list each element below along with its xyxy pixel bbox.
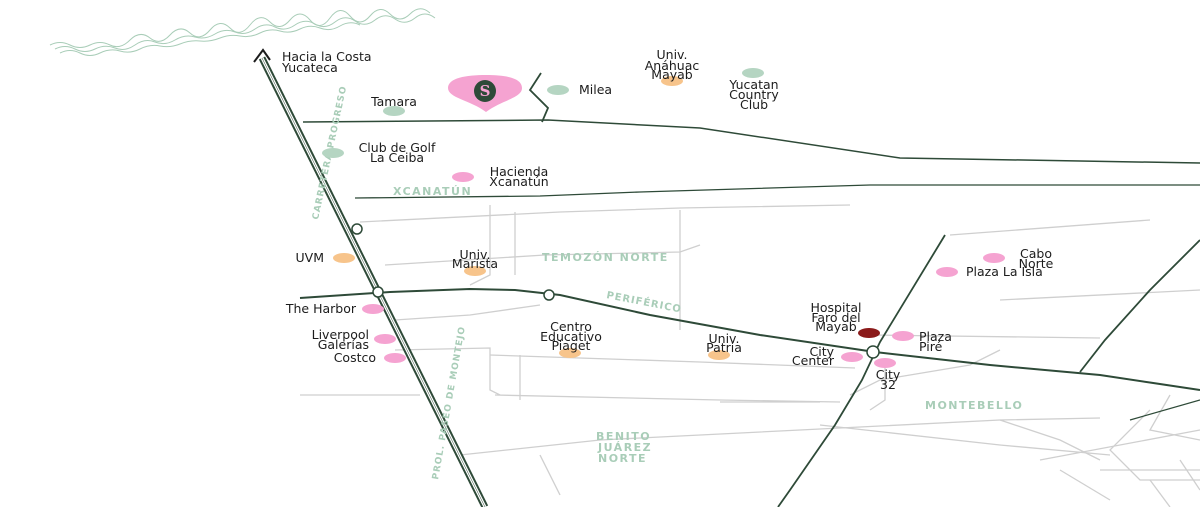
label-hospital-l2: Faro del bbox=[811, 310, 860, 325]
marker-milea[interactable] bbox=[547, 85, 569, 95]
marker-city-center[interactable] bbox=[841, 352, 863, 362]
label-hacienda-l2: Xcanatún bbox=[489, 174, 548, 189]
label-anahuac-l1: Univ. bbox=[657, 47, 688, 62]
label-marista-l1: Univ. bbox=[460, 247, 491, 262]
label-hospital-l1: Hospital bbox=[810, 300, 861, 315]
marker-yucatan-country[interactable] bbox=[742, 68, 764, 78]
label-cabo-l1: Cabo bbox=[1020, 246, 1052, 261]
label-city-center-l1: City bbox=[810, 344, 835, 359]
label-city-center-l2: Center bbox=[792, 353, 835, 368]
label-yucatan-l2: Country bbox=[729, 87, 779, 102]
area-benito-l1: BENITO bbox=[596, 430, 651, 443]
marker-golf[interactable] bbox=[322, 148, 344, 158]
area-benito-l3: NORTE bbox=[598, 452, 647, 465]
direction-line2: Yucateca bbox=[281, 60, 338, 75]
marker-marista[interactable] bbox=[464, 266, 486, 276]
marker-plaza-pire[interactable] bbox=[892, 331, 914, 341]
brand-location-pin[interactable]: S bbox=[448, 75, 522, 112]
marker-piaget[interactable] bbox=[559, 348, 581, 358]
label-piaget-l2: Educativo bbox=[540, 329, 602, 344]
label-tamara: Tamara bbox=[370, 94, 417, 109]
brand-letter: S bbox=[480, 82, 491, 100]
marker-harbor[interactable] bbox=[362, 304, 384, 314]
label-hospital-l3: Mayab bbox=[815, 319, 857, 334]
road-label-periferico: PERIFÉRICO bbox=[605, 288, 683, 315]
poi-markers bbox=[322, 68, 1005, 368]
location-pin-icon bbox=[474, 80, 496, 102]
label-anahuac-l2: Anáhuac bbox=[645, 58, 700, 73]
area-xcanatun: XCANATÚN bbox=[393, 185, 472, 198]
label-patria-l1: Univ. bbox=[709, 331, 740, 346]
label-patria-l2: Patria bbox=[706, 340, 742, 355]
label-plaza-pire-l1: Plaza bbox=[919, 329, 952, 344]
marker-uvm[interactable] bbox=[333, 253, 355, 263]
label-liverpool-l1: Liverpool bbox=[312, 327, 369, 342]
marker-tamara[interactable] bbox=[383, 106, 405, 116]
label-city32-l2: 32 bbox=[880, 377, 896, 392]
label-costco: Costco bbox=[334, 350, 376, 365]
label-liverpool-l2: Galerías bbox=[318, 337, 369, 352]
direction-line1: Hacia la Costa bbox=[282, 49, 372, 64]
label-plaza-isla: Plaza La Isla bbox=[966, 264, 1043, 279]
label-plaza-pire-l2: Piré bbox=[919, 339, 943, 354]
marker-plaza-isla[interactable] bbox=[936, 267, 958, 277]
interchanges bbox=[351, 223, 880, 359]
area-montebello: MONTEBELLO bbox=[925, 399, 1023, 412]
marker-city32[interactable] bbox=[874, 358, 896, 368]
label-milea: Milea bbox=[579, 82, 612, 97]
label-yucatan-l1: Yucatan bbox=[728, 77, 778, 92]
label-yucatan-l3: Club bbox=[740, 97, 768, 112]
label-cabo-l2: Norte bbox=[1019, 256, 1054, 271]
area-temozon: TEMOZÓN NORTE bbox=[542, 251, 669, 264]
marker-anahuac[interactable] bbox=[661, 76, 683, 86]
label-piaget-l1: Centro bbox=[550, 319, 592, 334]
label-golf-l1: Club de Golf bbox=[359, 140, 436, 155]
marker-patria[interactable] bbox=[708, 350, 730, 360]
highway-progreso bbox=[258, 56, 489, 507]
label-harbor: The Harbor bbox=[285, 301, 357, 316]
marker-cabo-norte[interactable] bbox=[983, 253, 1005, 263]
poi-labels: Univ. Anáhuac Mayab Yucatan Country Club… bbox=[285, 47, 1054, 392]
label-piaget-l3: Piaget bbox=[552, 338, 591, 353]
label-marista-l2: Marista bbox=[452, 256, 498, 271]
area-benito-l2: JUÁREZ bbox=[597, 441, 652, 454]
sea-waves bbox=[49, 8, 436, 56]
major-roads bbox=[299, 72, 1200, 507]
label-golf-l2: La Ceiba bbox=[370, 150, 424, 165]
marker-costco[interactable] bbox=[384, 353, 406, 363]
marker-liverpool[interactable] bbox=[374, 334, 396, 344]
marker-hospital[interactable] bbox=[858, 328, 880, 338]
label-hacienda-l1: Hacienda bbox=[490, 164, 549, 179]
marker-hacienda[interactable] bbox=[452, 172, 474, 182]
label-city32-l1: City bbox=[876, 367, 901, 382]
north-arrow-icon bbox=[253, 48, 271, 63]
label-uvm: UVM bbox=[296, 250, 325, 265]
label-anahuac-l3: Mayab bbox=[651, 67, 693, 82]
